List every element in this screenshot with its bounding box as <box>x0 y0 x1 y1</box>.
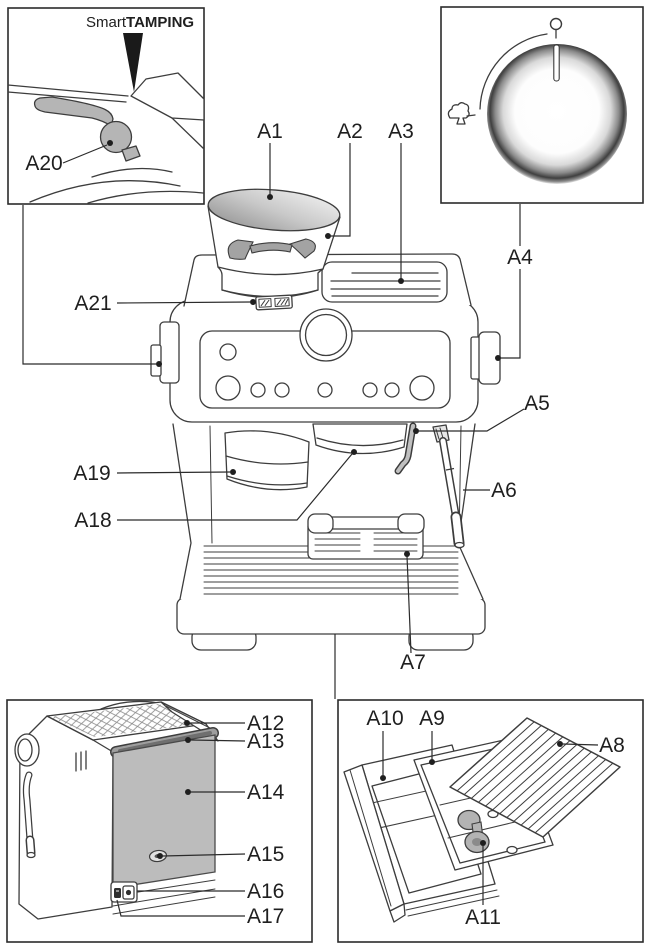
lower-body <box>172 423 484 600</box>
label-a3: A3 <box>388 120 414 143</box>
label-a19: A19 <box>73 462 110 485</box>
button-small-3 <box>317 382 333 398</box>
button-large-right <box>409 375 435 401</box>
button-small-4 <box>362 382 378 398</box>
panel-buttons <box>215 343 435 401</box>
water-tank <box>112 734 216 889</box>
dial-indicator <box>553 44 560 82</box>
vent-grill <box>321 261 448 303</box>
label-a15: A15 <box>247 843 284 866</box>
tray-grate <box>449 717 621 838</box>
steam-dial-side <box>470 331 501 385</box>
side-vent-slots <box>75 750 87 772</box>
grind-slider <box>255 294 293 311</box>
label-a7: A7 <box>400 651 426 674</box>
label-a5: A5 <box>524 392 550 415</box>
label-a1: A1 <box>257 120 283 143</box>
back-knob <box>14 733 40 767</box>
machine-corner-art <box>7 72 205 204</box>
indicator-light <box>219 343 237 361</box>
tank-handle <box>110 727 219 758</box>
label-a8: A8 <box>599 734 625 757</box>
power-switch <box>114 888 121 898</box>
grinder-outlet <box>224 430 310 491</box>
hopper-lid <box>207 188 341 232</box>
dial-zero-mark <box>549 17 563 31</box>
control-dial <box>299 308 353 362</box>
button-small-5 <box>384 382 400 398</box>
button-small-2 <box>274 382 290 398</box>
arrow-down-icon <box>123 33 143 92</box>
hopper-inner-wings <box>227 238 316 260</box>
label-a20: A20 <box>25 152 62 175</box>
back-steam-wand <box>22 771 36 859</box>
label-a21: A21 <box>74 292 111 315</box>
steam-dial-inset <box>440 6 644 204</box>
bean-hopper <box>207 188 341 299</box>
label-a17: A17 <box>247 905 284 928</box>
drip-tray-inset <box>337 699 644 943</box>
title-bold: TAMPING <box>126 14 194 31</box>
steam-lever <box>394 422 417 475</box>
label-a2: A2 <box>337 120 363 143</box>
label-a4: A4 <box>507 246 533 269</box>
drip-tray-front-panel <box>343 764 406 923</box>
steam-wand <box>432 424 465 549</box>
label-a10: A10 <box>366 707 403 730</box>
smart-tamping-title: SmartTAMPING <box>86 14 194 31</box>
leader-lines <box>22 143 599 917</box>
label-a16: A16 <box>247 880 284 903</box>
label-a11: A11 <box>465 906 501 929</box>
tamping-lever-hub <box>150 321 180 384</box>
cup-grid <box>307 513 425 560</box>
label-a18: A18 <box>74 509 111 532</box>
label-a13: A13 <box>247 730 284 753</box>
leader-dots <box>107 140 563 859</box>
machine-base <box>176 597 486 635</box>
label-a12: A12 <box>247 712 284 735</box>
label-a6: A6 <box>491 479 517 502</box>
part-labels: A1 A2 A3 A4 A5 A6 A7 A18 A19 A20 A21 A12… <box>25 120 625 929</box>
back-view-inset <box>6 699 313 943</box>
steam-icon <box>447 102 470 125</box>
side-panel <box>18 715 114 920</box>
button-small-1 <box>250 382 266 398</box>
steam-dial-knob <box>487 44 627 184</box>
button-large-left <box>215 375 241 401</box>
group-head <box>312 423 408 455</box>
label-a9: A9 <box>419 707 445 730</box>
label-a14: A14 <box>247 781 285 804</box>
title-regular: Smart <box>86 14 127 31</box>
dial-range-arc <box>479 33 548 110</box>
smart-tamping-inset: SmartTAMPING <box>7 7 205 205</box>
power-panel <box>110 881 138 903</box>
main-machine <box>150 188 501 651</box>
tamping-lever <box>33 96 141 162</box>
